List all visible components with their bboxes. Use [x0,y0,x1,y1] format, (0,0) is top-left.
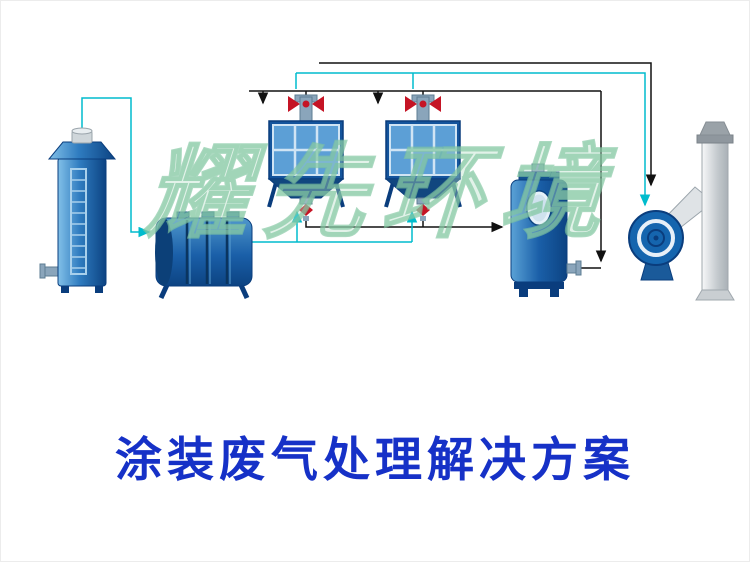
pipe-top-cyan-line [296,72,651,207]
spray-scrubber-tower [39,127,117,293]
activated-carbon-adsorber-1 [267,93,345,223]
filter-tank-end-cap [155,218,173,286]
centrifugal-fan [628,210,684,281]
page-title: 涂装废气处理解决方案 [115,433,635,488]
vertical-buffer-tank [510,163,582,297]
tower-flange [47,141,117,160]
pipe-tower-to-filter-tank [81,97,151,238]
chimney-cap-hat [699,121,731,136]
cyan-pipes [81,72,651,243]
pipe-adsorbers-to-tank [305,219,504,233]
horizontal-filter-tank [155,211,253,300]
chimney-cap-brim [696,134,734,144]
activated-carbon-adsorber-2 [384,93,462,223]
buffer-tank-body [510,179,568,283]
tower-ladder [70,168,87,275]
sight-glass-window [527,191,551,225]
pipe-top-line-2 [319,62,657,187]
exhaust-chimney [695,121,735,301]
chimney-body [701,142,729,291]
pipe-network [81,62,657,269]
tower-body [57,157,107,287]
